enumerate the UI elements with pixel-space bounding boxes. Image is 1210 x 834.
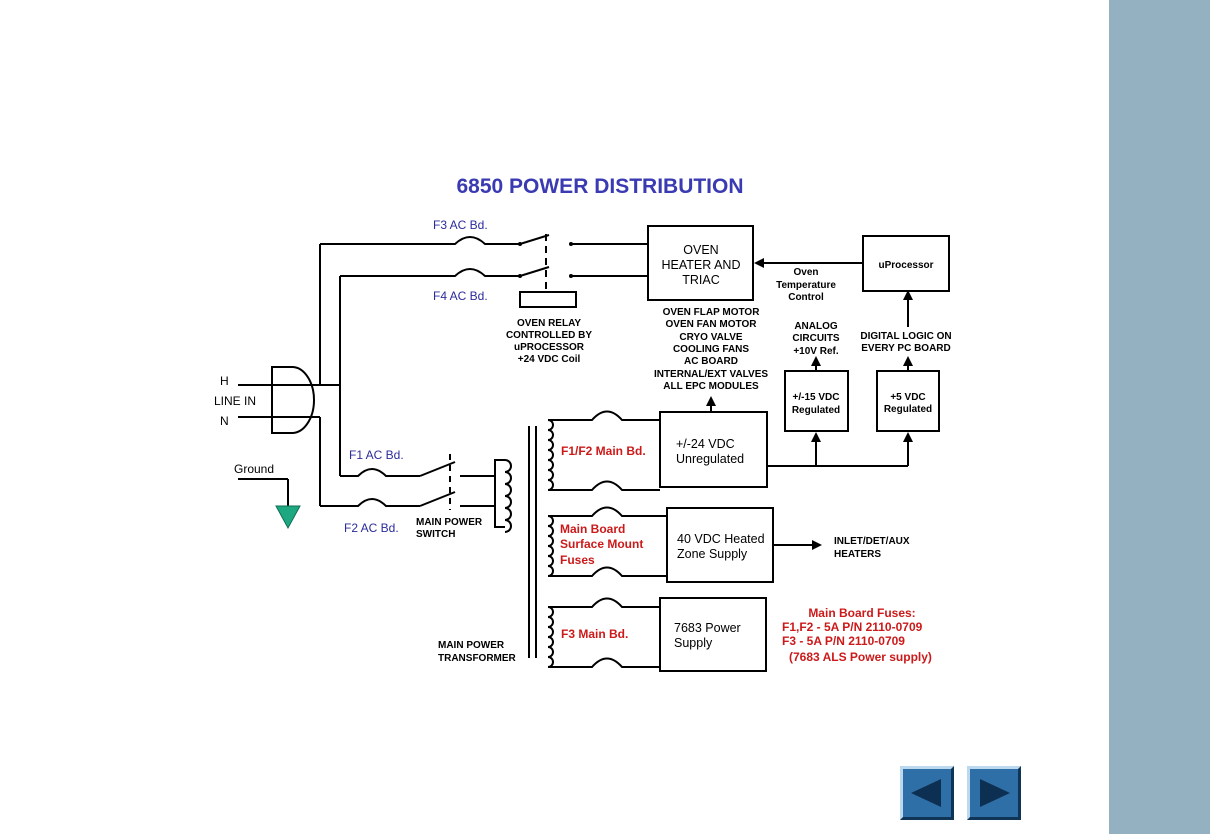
svg-text:ANALOG: ANALOG xyxy=(794,321,838,332)
surface-mount-fuses-label: Main Board Surface Mount Fuses xyxy=(560,522,643,567)
svg-text:HEATER AND: HEATER AND xyxy=(662,258,741,272)
svg-text:+/-15 VDC: +/-15 VDC xyxy=(793,392,840,403)
svg-text:INTERNAL/EXT VALVES: INTERNAL/EXT VALVES xyxy=(654,369,768,380)
oven-temperature-control-label: Oven Temperature Control xyxy=(776,267,836,303)
h-label: H xyxy=(220,374,229,388)
line-in-label: LINE IN xyxy=(214,394,256,408)
fuse-f1f2-main-label: F1/F2 Main Bd. xyxy=(561,444,646,458)
svg-text:EVERY PC BOARD: EVERY PC BOARD xyxy=(861,343,950,354)
pm15-vdc-box xyxy=(784,370,849,432)
heaters-label: INLET/DET/AUX HEATERS xyxy=(834,536,910,560)
svg-text:Regulated: Regulated xyxy=(884,404,932,415)
fuse-f3-main-label: F3 Main Bd. xyxy=(561,627,628,641)
svg-text:Supply: Supply xyxy=(674,636,713,650)
svg-text:Main Board Fuses:: Main Board Fuses: xyxy=(808,606,915,620)
p5-vdc-box xyxy=(876,370,940,432)
svg-text:INLET/DET/AUX: INLET/DET/AUX xyxy=(834,536,910,547)
secondary-winding-3 xyxy=(547,597,660,668)
main-power-transformer-label: MAIN POWER TRANSFORMER xyxy=(438,640,517,664)
previous-button[interactable] xyxy=(900,766,954,820)
svg-text:MAIN POWER: MAIN POWER xyxy=(438,640,505,651)
fuse-f2-ac-label: F2 AC Bd. xyxy=(344,521,399,535)
svg-text:CRYO VALVE: CRYO VALVE xyxy=(679,332,742,343)
next-button[interactable] xyxy=(967,766,1021,820)
svg-text:MAIN POWER: MAIN POWER xyxy=(416,517,483,528)
left-arrow-icon xyxy=(911,779,941,807)
analog-circuits-label: ANALOG CIRCUITS +10V Ref. xyxy=(792,321,840,357)
main-switch-wiring xyxy=(319,385,512,533)
secondary-winding-1 xyxy=(547,410,660,491)
svg-text:OVEN FLAP MOTOR: OVEN FLAP MOTOR xyxy=(663,307,761,318)
oven-box-text: OVEN HEATER AND TRIAC xyxy=(662,243,741,287)
svg-text:CONTROLLED BY: CONTROLLED BY xyxy=(506,330,592,341)
unregulated-24vdc-box xyxy=(659,411,768,488)
ground-label: Ground xyxy=(234,462,274,476)
svg-text:TRANSFORMER: TRANSFORMER xyxy=(438,653,517,664)
n-label: N xyxy=(220,414,229,428)
svg-text:Temperature: Temperature xyxy=(776,280,836,291)
right-arrow-icon xyxy=(980,779,1010,807)
svg-text:ALL EPC MODULES: ALL EPC MODULES xyxy=(663,381,759,392)
svg-text:TRIAC: TRIAC xyxy=(682,273,720,287)
svg-text:40 VDC Heated: 40 VDC Heated xyxy=(677,532,765,546)
heated-zone-supply-box xyxy=(666,507,774,583)
svg-text:(7683 ALS Power supply): (7683 ALS Power supply) xyxy=(789,650,932,664)
uprocessor-label: uProcessor xyxy=(878,260,933,271)
svg-text:Control: Control xyxy=(788,292,824,303)
svg-text:Main Board: Main Board xyxy=(560,522,625,536)
svg-text:+10V Ref.: +10V Ref. xyxy=(793,346,839,357)
svg-text:uPROCESSOR: uPROCESSOR xyxy=(514,342,585,353)
svg-text:Unregulated: Unregulated xyxy=(676,452,744,466)
svg-text:+/-24 VDC: +/-24 VDC xyxy=(676,437,735,451)
svg-text:COOLING FANS: COOLING FANS xyxy=(673,344,749,355)
digital-logic-label: DIGITAL LOGIC ON EVERY PC BOARD xyxy=(860,331,951,354)
secondary-winding-2 xyxy=(547,506,667,577)
ac-loads-list: OVEN FLAP MOTOR OVEN FAN MOTOR CRYO VALV… xyxy=(654,307,768,392)
svg-text:Regulated: Regulated xyxy=(792,405,840,416)
fuse-f1-ac-label: F1 AC Bd. xyxy=(349,448,404,462)
svg-text:Fuses: Fuses xyxy=(560,553,595,567)
oven-heater-triac-box xyxy=(647,225,754,301)
main-board-fuses-notes: Main Board Fuses: F1,F2 - 5A P/N 2110-07… xyxy=(782,606,932,664)
fuse-f4-ac-label: F4 AC Bd. xyxy=(433,289,488,303)
main-power-switch-label: MAIN POWER SWITCH xyxy=(416,517,483,540)
power-supply-7683-box xyxy=(659,597,767,672)
relay-coil xyxy=(519,291,577,308)
svg-text:F3 - 5A P/N 2110-0709: F3 - 5A P/N 2110-0709 xyxy=(782,634,905,648)
svg-text:+5 VDC: +5 VDC xyxy=(890,392,925,403)
sidebar-panel xyxy=(1109,0,1210,834)
svg-text:DIGITAL LOGIC ON: DIGITAL LOGIC ON xyxy=(860,331,951,342)
svg-text:SWITCH: SWITCH xyxy=(416,529,455,540)
svg-text:AC BOARD: AC BOARD xyxy=(684,356,738,367)
svg-text:HEATERS: HEATERS xyxy=(834,549,881,560)
fuse-f3-ac-label: F3 AC Bd. xyxy=(433,218,488,232)
svg-text:Oven: Oven xyxy=(793,267,818,278)
svg-text:OVEN RELAY: OVEN RELAY xyxy=(517,318,581,329)
svg-text:Surface Mount: Surface Mount xyxy=(560,537,643,551)
svg-text:F1,F2 - 5A P/N 2110-0709: F1,F2 - 5A P/N 2110-0709 xyxy=(782,620,923,634)
oven-relay-label: OVEN RELAY CONTROLLED BY uPROCESSOR +24 … xyxy=(506,318,592,365)
diagram-title: 6850 POWER DISTRIBUTION xyxy=(456,175,743,198)
svg-text:OVEN FAN MOTOR: OVEN FAN MOTOR xyxy=(666,319,758,330)
svg-text:+24 VDC Coil: +24 VDC Coil xyxy=(518,354,581,365)
power-distribution-diagram: 6850 POWER DISTRIBUTION F3 AC Bd. F4 AC … xyxy=(214,175,952,672)
uprocessor-box xyxy=(862,235,950,292)
upper-ac-wiring xyxy=(319,234,648,385)
svg-text:Zone Supply: Zone Supply xyxy=(677,547,748,561)
ground-icon xyxy=(275,505,301,530)
line-in-plug xyxy=(238,366,340,434)
svg-text:7683 Power: 7683 Power xyxy=(674,621,741,635)
svg-text:CIRCUITS: CIRCUITS xyxy=(792,333,840,344)
arrow-head xyxy=(754,258,764,268)
svg-text:OVEN: OVEN xyxy=(683,243,718,257)
